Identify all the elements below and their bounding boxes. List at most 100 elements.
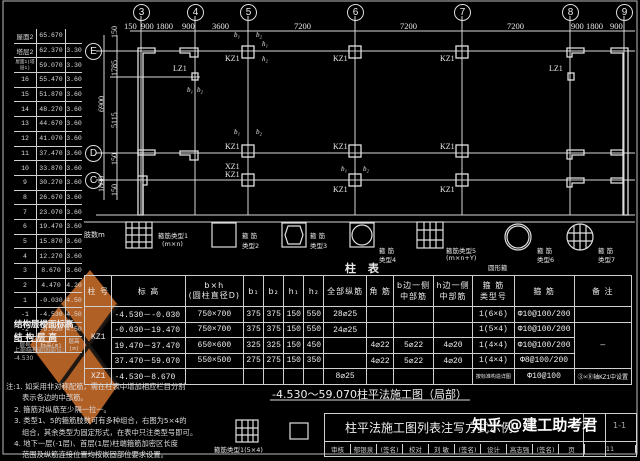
level-cell-elev: 65.670 <box>36 29 66 44</box>
stirrup-type-4-sub: 类型4 <box>379 256 397 264</box>
column-cell-elev: 37.470－59.070 <box>111 352 186 369</box>
level-cell-height <box>65 29 82 44</box>
axis-bubble-5: 5 <box>240 4 257 21</box>
level-cell-elev: 30.270 <box>36 175 66 191</box>
column-cell-bh <box>184 368 245 385</box>
stirrup-type-7-sub: 类型7 <box>598 256 616 264</box>
label-lz1-4: LZ1 <box>173 64 187 73</box>
level-cell-floor: 11 <box>14 146 37 162</box>
level-cell-elev: 37.470 <box>36 146 66 162</box>
stirrup-type-5-sub: (m×n+Y) <box>446 254 477 262</box>
column-cell-hmid: 4⌀20 <box>432 352 474 369</box>
column-cell-note <box>573 306 633 323</box>
dim-v-150: 150 <box>110 26 119 38</box>
level-cell-elev: -9.030 <box>36 322 66 338</box>
stirrup-type-2-label: 箍 筋 <box>242 232 258 240</box>
level-cell-height: 4.20 <box>65 278 82 294</box>
column-cell-type: 1(4×4) <box>472 352 515 369</box>
note-line: 2. 箍筋对纵筋至少隔一拉一。 <box>14 404 111 414</box>
level-cell-floor: 13 <box>14 116 37 132</box>
label-kz1-6C: KZ1 <box>333 185 348 194</box>
column-cell-stirrup: Φ10@100/200 <box>513 321 575 338</box>
level-cell-floor: 屋面1(塔层1) <box>14 57 37 74</box>
label-kz1-5C: KZ1 <box>225 170 240 179</box>
level-caption-1: 结构层楼面标高 <box>14 320 74 330</box>
column-cell-all: 24⌀25 <box>323 321 367 338</box>
column-cell-corner: 4⌀22 <box>365 337 395 354</box>
dim-v-150c: 150 <box>110 184 119 196</box>
column-cell-id: XZ1 <box>83 368 113 385</box>
dim-v-5115: 5115 <box>110 112 119 128</box>
column-header: 备 注 <box>573 275 633 307</box>
dim-150-left: 150 <box>124 21 137 31</box>
level-caption-4: -4.530 <box>14 355 34 362</box>
column-cell-bh: 650×600 <box>184 337 245 354</box>
limbs-m-label: 肢数m <box>84 231 105 239</box>
stirrup-diagrams <box>125 221 594 443</box>
label-kz1-7E: KZ1 <box>440 54 455 63</box>
column-cell-corner: 4⌀22 <box>365 352 395 369</box>
label-kz1-6E: KZ1 <box>333 54 348 63</box>
column-cell-stirrup: Φ10@100/200 <box>513 337 575 354</box>
label-b2: b₂ <box>256 31 262 39</box>
grid-lines <box>84 16 635 223</box>
level-cell-height: 3.60 <box>65 175 82 191</box>
level-cell-floor: 5 <box>14 234 37 250</box>
stirrup-type-2-sub: 类型2 <box>242 242 260 250</box>
stirrup-type-5-label: 箍筋类型5 <box>446 247 477 255</box>
dim-1800: 1800 <box>156 21 173 31</box>
column-header: h₂ <box>303 275 325 307</box>
column-cell-h1 <box>283 368 305 385</box>
column-cell-h1: 150 <box>283 306 305 323</box>
column-cell-corner <box>365 306 395 323</box>
column-cell-b2: 275 <box>263 352 285 369</box>
column-cell-elev: 19.470－37.470 <box>111 337 186 354</box>
level-header-floor: 层号 <box>14 336 37 354</box>
title-block-cell: 郁银泉 <box>351 443 377 454</box>
drawing-title: -4.530～59.070柱平法施工图（局部） <box>272 388 467 401</box>
column-cell-corner <box>365 321 395 338</box>
column-cell-b1: 375 <box>243 306 265 323</box>
dim-v-150b: 150 <box>110 153 119 165</box>
label-b2-6C: b₂ <box>363 165 369 173</box>
column-header: b边一侧 中部筋 <box>393 275 434 307</box>
level-cell-height: 3.60 <box>65 87 82 103</box>
dim-v-1800: 1800 <box>97 176 106 192</box>
level-caption-2: 结 构 层 高 <box>14 333 57 343</box>
dim-7200c: 7200 <box>507 21 524 31</box>
axis-bubble-7: 7 <box>454 4 471 21</box>
dim-900: 900 <box>141 21 154 31</box>
column-cell-note: — <box>573 321 633 369</box>
note-line: 组合，其余类型为固定形式，在表中只注类型号即可。 <box>22 427 198 437</box>
level-cell-elev: 19.470 <box>36 219 66 235</box>
column-cell-h1: 150 <box>283 352 305 369</box>
level-caption-3: 上部结构嵌固部位: <box>14 347 65 354</box>
dim-3600: 3600 <box>212 21 229 31</box>
title-block-cell: 刘 敏 <box>429 443 455 454</box>
level-cell-elev: 12.270 <box>36 248 66 264</box>
column-header: b₁ <box>243 275 265 307</box>
column-header: h边一侧 中部筋 <box>432 275 474 307</box>
level-cell-height: 3.60 <box>65 72 82 88</box>
column-cell-corner <box>365 368 395 385</box>
label-kz1-5D: KZ1 <box>225 142 240 151</box>
column-header: 全部纵筋 <box>323 275 367 307</box>
axis-bubble-3: 3 <box>133 4 150 21</box>
level-cell-height: 3.30 <box>65 43 82 59</box>
title-block-cell: 页 <box>559 443 585 454</box>
column-cell-bh: 550×500 <box>184 352 245 369</box>
title-block-cell: (签名) <box>455 443 481 454</box>
stirrup-type-4-label: 箍 筋 <box>379 247 395 255</box>
